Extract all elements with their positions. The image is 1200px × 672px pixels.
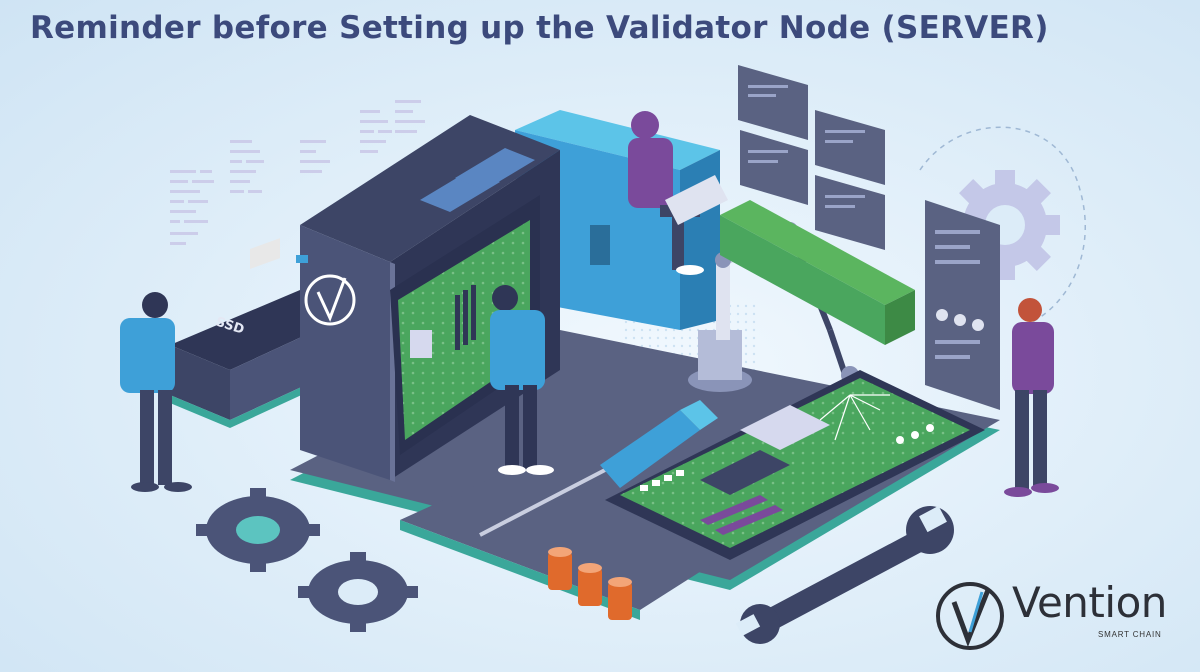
code-panels bbox=[738, 65, 885, 250]
laptop-icon bbox=[665, 175, 728, 225]
tablet-circuit-board bbox=[605, 370, 985, 560]
brand-logo: Vention SMART CHAIN bbox=[930, 572, 1190, 662]
heatsink-bar bbox=[720, 200, 915, 345]
person-icon bbox=[1004, 298, 1059, 497]
laser-sparks bbox=[819, 394, 890, 441]
page-title: Reminder before Setting up the Validator… bbox=[30, 10, 1049, 46]
mobile-panel bbox=[925, 200, 1000, 410]
brand-name: Vention bbox=[1012, 578, 1167, 627]
person-icon bbox=[628, 111, 728, 275]
gear-icon bbox=[196, 488, 320, 572]
gear-icon bbox=[298, 552, 418, 632]
brand-tagline: SMART CHAIN bbox=[1098, 630, 1162, 639]
qr-code-icon bbox=[250, 238, 280, 270]
battery-icon bbox=[548, 547, 632, 620]
orbit-dashed-line bbox=[919, 126, 1086, 331]
motherboard-icon bbox=[398, 220, 530, 440]
wrench-icon bbox=[735, 505, 954, 644]
vention-logo-badge bbox=[304, 274, 356, 326]
person-icon bbox=[120, 292, 192, 492]
person-icon bbox=[490, 285, 554, 475]
vention-logo-mark bbox=[936, 582, 1004, 650]
code-lines-decoration bbox=[170, 100, 425, 245]
screwdriver-icon bbox=[479, 400, 718, 537]
